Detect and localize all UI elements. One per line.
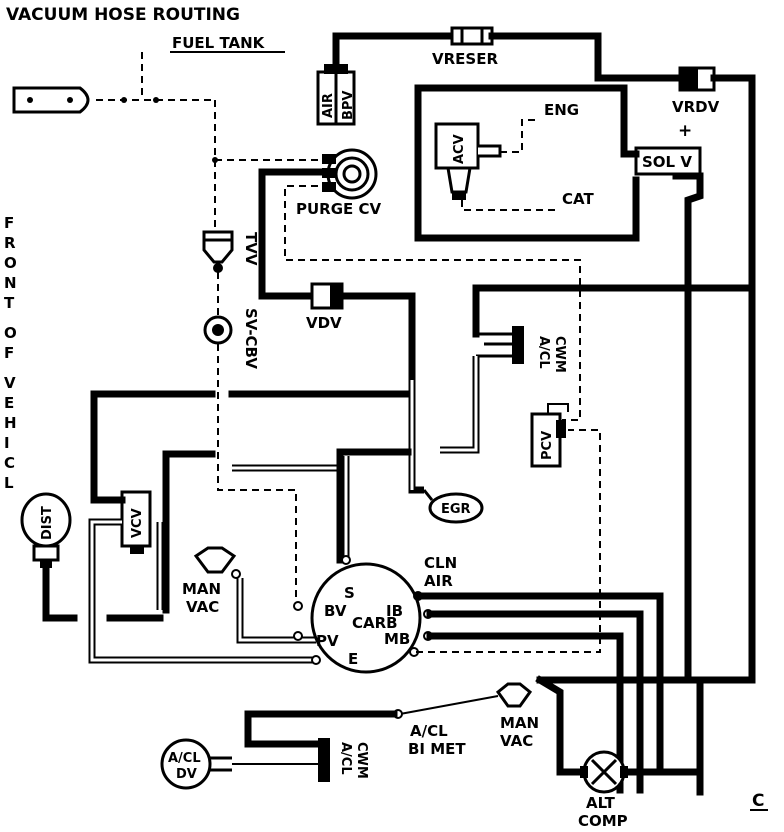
purge-cv-label: PURGE CV bbox=[296, 200, 382, 218]
carb-port-e: E bbox=[348, 650, 358, 668]
air-bpv-valve bbox=[316, 64, 356, 126]
acl-dv-valve bbox=[160, 738, 232, 790]
egr-label: EGR bbox=[441, 502, 471, 517]
svg-text:O: O bbox=[4, 324, 17, 342]
svg-text:H: H bbox=[4, 414, 17, 432]
vcv-label: VCV bbox=[130, 508, 145, 538]
sv-cbv-label: SV-CBV bbox=[242, 308, 260, 369]
acl-dv-label-1: A/CL bbox=[168, 751, 201, 766]
cln-air-label-2: AIR bbox=[424, 572, 453, 590]
svg-text:L: L bbox=[4, 474, 14, 492]
distributor bbox=[20, 492, 78, 622]
sol-v-valve bbox=[634, 146, 704, 252]
air-bpv-label-1: AIR bbox=[321, 93, 336, 118]
acl-cwm-label-2: CWM bbox=[552, 336, 567, 373]
man-vac-left-label-1: MAN bbox=[182, 580, 221, 598]
acl-cwm-upper bbox=[476, 326, 524, 364]
man-vac-left bbox=[193, 546, 241, 579]
acl-cwm-label-1: A/CL bbox=[536, 336, 551, 369]
svg-text:I: I bbox=[4, 434, 10, 452]
svg-text:N: N bbox=[4, 274, 17, 292]
man-vac-right-label-2: VAC bbox=[500, 732, 533, 750]
tvv-valve bbox=[202, 230, 234, 273]
carb-label: CARB bbox=[352, 614, 398, 632]
acl-dv-label-2: DV bbox=[176, 767, 197, 782]
corner-letter: C bbox=[752, 791, 764, 811]
carb-port-pv: PV bbox=[316, 632, 339, 650]
carb-port-bv: BV bbox=[324, 602, 347, 620]
pcv-label: PCV bbox=[540, 431, 555, 460]
acl-cwm-lower-label-2: CWM bbox=[354, 742, 369, 779]
vdv-valve bbox=[310, 282, 344, 310]
svg-text:T: T bbox=[4, 294, 15, 312]
vrdv-label: VRDV bbox=[672, 98, 720, 116]
tvv-label: TVV bbox=[242, 232, 260, 266]
svg-text:R: R bbox=[4, 234, 16, 252]
sol-v-label: SOL V bbox=[642, 153, 692, 171]
egr-valve bbox=[428, 492, 484, 524]
carb-port-mb: MB bbox=[384, 630, 410, 648]
purge-cv-valve bbox=[322, 148, 378, 200]
carb-port-s: S bbox=[344, 584, 355, 602]
svg-text:C: C bbox=[4, 454, 15, 472]
eng-label: ENG bbox=[544, 101, 579, 119]
canister bbox=[12, 86, 90, 114]
vcv-hose-top bbox=[90, 390, 216, 504]
acl-cwm-lower bbox=[318, 738, 330, 782]
dist-label: DIST bbox=[40, 506, 55, 540]
svg-text:F: F bbox=[4, 344, 14, 362]
svg-text:F: F bbox=[4, 214, 14, 232]
acl-bimet-label-2: BI MET bbox=[408, 740, 466, 758]
sv-cbv-to-carb-bv-hose bbox=[217, 344, 297, 606]
acv-valve bbox=[434, 122, 502, 200]
diagram-title: VACUUM HOSE ROUTING bbox=[6, 5, 240, 25]
acl-cwm-lower-label-1: A/CL bbox=[338, 742, 353, 775]
acv-loop-hose bbox=[414, 84, 640, 242]
svg-text:O: O bbox=[4, 254, 17, 272]
svg-text:V: V bbox=[4, 374, 16, 392]
alt-comp-label-1: ALT bbox=[586, 794, 616, 812]
man-vac-right-label-1: MAN bbox=[500, 714, 539, 732]
vreser-label: VRESER bbox=[432, 50, 498, 68]
sv-cbv-valve bbox=[203, 315, 233, 345]
carburetor bbox=[293, 555, 433, 674]
vreser-valve bbox=[450, 26, 494, 46]
acl-bimet-label-1: A/CL bbox=[410, 722, 448, 740]
svg-text:E: E bbox=[4, 394, 14, 412]
acv-label: ACV bbox=[452, 134, 467, 164]
air-bpv-label-2: BPV bbox=[341, 91, 356, 121]
cat-label: CAT bbox=[562, 190, 594, 208]
vdv-label: VDV bbox=[306, 314, 342, 332]
purge-to-vdv-hose bbox=[258, 168, 326, 300]
cln-air-label-1: CLN bbox=[424, 554, 457, 572]
vrdv-valve bbox=[678, 66, 716, 92]
carb-port-ib: IB bbox=[386, 602, 403, 620]
pcv-valve bbox=[530, 412, 566, 468]
plus-sign: + bbox=[678, 121, 692, 141]
alt-comp-label-2: COMP bbox=[578, 812, 628, 830]
fuel-tank-label: FUEL TANK bbox=[172, 34, 266, 52]
front-of-vehicle-label: F R O N T O F V E H I C L bbox=[4, 214, 17, 492]
man-vac-left-label-2: VAC bbox=[186, 598, 219, 616]
man-vac-right bbox=[495, 682, 533, 708]
